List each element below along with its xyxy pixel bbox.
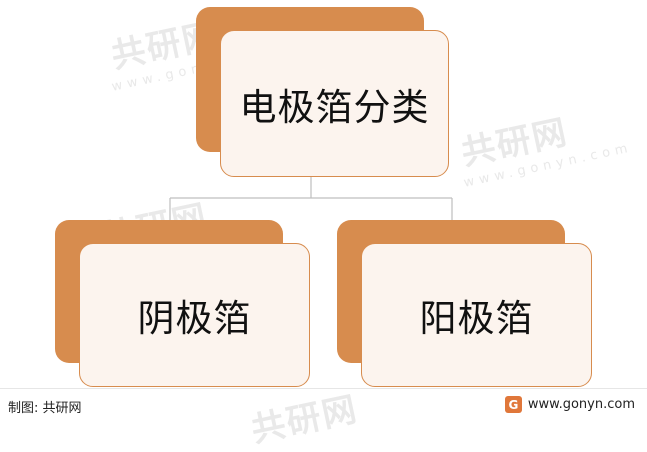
child-node-cathode-label: 阴极箔 bbox=[137, 297, 252, 340]
gonyn-logo-icon: G bbox=[504, 396, 522, 413]
child-node-cathode-card: 阴极箔 bbox=[79, 243, 310, 387]
tree-connectors bbox=[169, 177, 453, 220]
footer-divider bbox=[0, 388, 647, 389]
root-node-card: 电极箔分类 bbox=[220, 30, 449, 177]
source-credit: 制图: 共研网 bbox=[8, 401, 82, 416]
brand-link[interactable]: G www.gonyn.com bbox=[504, 396, 635, 413]
website-text: www.gonyn.com bbox=[527, 397, 635, 412]
child-node-anode-label: 阳极箔 bbox=[419, 297, 534, 340]
child-node-anode-card: 阳极箔 bbox=[361, 243, 592, 387]
root-node-label: 电极箔分类 bbox=[239, 85, 430, 129]
